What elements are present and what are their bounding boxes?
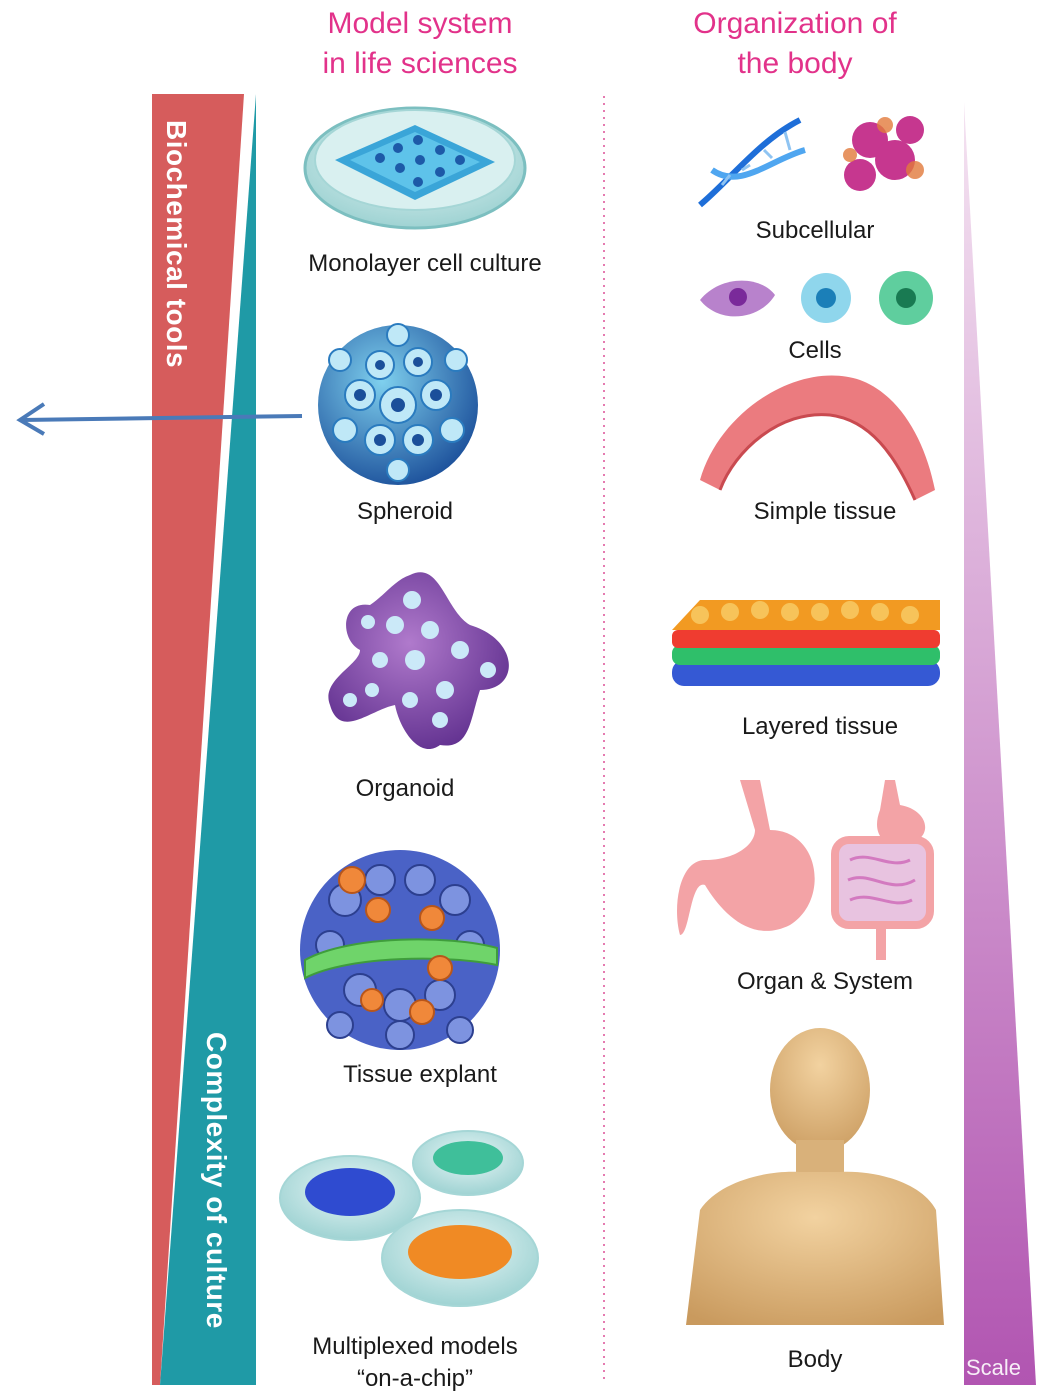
monolayer-dish-illustration [305,108,525,228]
label-cells: Cells [740,337,890,365]
label-spheroid: Spheroid [290,498,520,526]
scale-bar [964,102,1036,1385]
label-layered-tissue: Layered tissue [700,713,940,741]
header-model-system: Model system in life sciences [270,4,570,84]
layered-tissue-illustration [672,600,940,686]
label-tissue-explant: Tissue explant [300,1061,540,1089]
organoid-illustration [328,572,508,749]
organ-system-illustration [677,780,930,960]
multiplexed-chips-illustration [280,1131,538,1306]
scale-label: Scale [966,1355,1021,1381]
label-simple-tissue: Simple tissue [705,498,945,526]
label-organoid: Organoid [290,775,520,803]
label-monolayer-cell-culture: Monolayer cell culture [290,250,560,278]
label-body: Body [750,1346,880,1374]
header-line: the body [645,44,945,84]
header-line: in life sciences [270,44,570,84]
label-line: Multiplexed models [290,1331,540,1363]
cells-illustration [700,271,933,325]
tissue-explant-illustration [300,850,500,1050]
header-line: Model system [270,4,570,44]
label-multiplexed-models: Multiplexed models “on-a-chip” [290,1331,540,1395]
header-line: Organization of [645,4,945,44]
label-organ-system: Organ & System [700,968,950,996]
spheroid-illustration [318,324,478,485]
label-line: “on-a-chip” [290,1363,540,1395]
body-illustration [686,1028,944,1325]
biochemical-tools-label: Biochemical tools [160,120,192,368]
label-subcellular: Subcellular [720,217,910,245]
subcellular-illustration [700,116,924,205]
complexity-of-culture-label: Complexity of culture [200,1032,232,1329]
simple-tissue-illustration [700,376,935,500]
header-organization: Organization of the body [645,4,945,84]
